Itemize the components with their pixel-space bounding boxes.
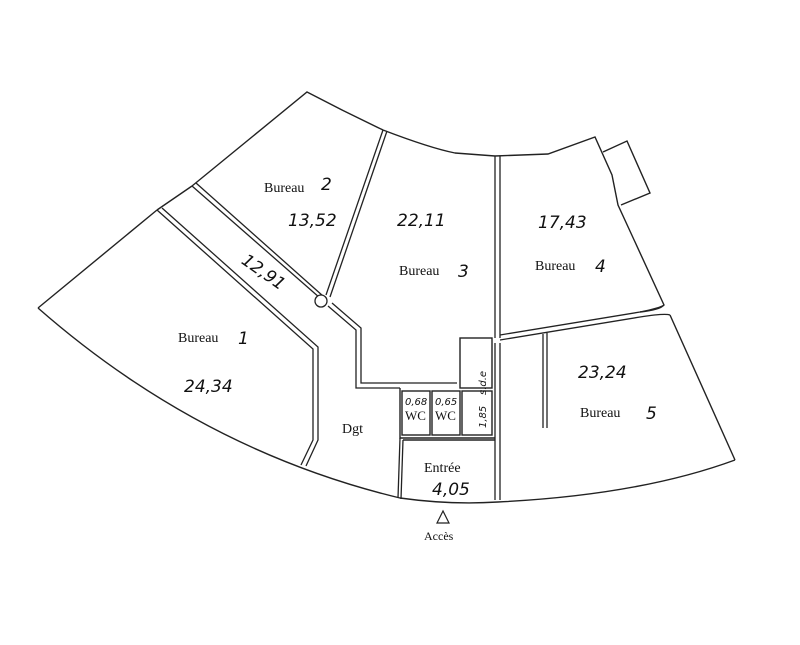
- room-area: 0,65: [435, 397, 457, 408]
- room-number: 5: [646, 404, 657, 424]
- room-name: Bureau: [580, 406, 620, 421]
- access-arrow-icon: [436, 509, 450, 524]
- access-label: Accès: [424, 529, 454, 543]
- room-bureau2: Bureau 2 13,52: [264, 175, 337, 231]
- room-bureau1: Bureau 1 24,34: [178, 329, 249, 397]
- interior-walls: [156, 129, 671, 500]
- room-name: Bureau: [264, 181, 304, 196]
- outer-walls: [37, 91, 736, 504]
- room-area: 17,43: [538, 213, 587, 233]
- room-bureau3: 22,11 Bureau 3: [397, 211, 469, 282]
- room-area: 4,05: [432, 480, 470, 500]
- room-bureau4: 17,43 Bureau 4: [535, 213, 606, 277]
- room-area: 23,24: [578, 363, 627, 383]
- room-name: WC: [435, 408, 456, 423]
- room-wc1: 0,68 WC: [405, 397, 427, 423]
- room-entree: Entrée 4,05: [424, 461, 470, 500]
- room-area: 24,34: [184, 377, 233, 397]
- room-dgt: Dgt: [342, 422, 363, 437]
- room-area: 22,11: [397, 211, 446, 231]
- room-name: Entrée: [424, 461, 461, 476]
- room-wc2: 0,65 WC: [435, 397, 457, 423]
- room-number: 3: [458, 262, 469, 282]
- room-area: 13,52: [288, 211, 337, 231]
- access-marker: Accès: [424, 509, 454, 543]
- room-name: Bureau: [399, 264, 439, 279]
- room-number: 1: [238, 329, 249, 349]
- room-name: Dgt: [342, 422, 363, 437]
- room-name: WC: [405, 408, 426, 423]
- room-area: 0,68: [405, 397, 427, 408]
- room-area: 1,85: [478, 406, 489, 428]
- room-name: s.d.e: [478, 371, 489, 395]
- room-number: 4: [595, 257, 606, 277]
- room-name: Bureau: [178, 331, 218, 346]
- room-name: Bureau: [535, 259, 575, 274]
- room-sde: s.d.e 1,85: [478, 371, 489, 428]
- room-bureau5: 23,24 Bureau 5: [578, 363, 657, 424]
- room-number: 2: [321, 175, 332, 195]
